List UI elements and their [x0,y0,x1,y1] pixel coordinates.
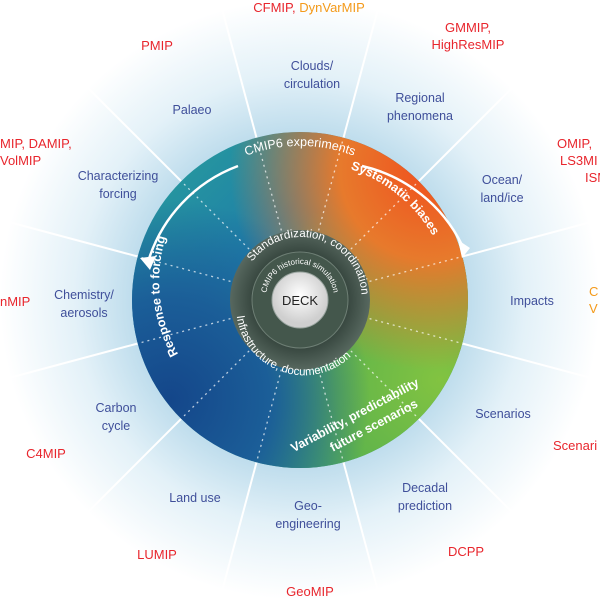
category-chemistry: Chemistry/aerosols [54,288,114,320]
dotted-spoke [369,256,461,282]
right-arrow [361,164,464,246]
spoke-line [9,342,138,379]
spoke-line [342,9,379,138]
dotted-spoke [350,182,418,250]
dotted-spoke [139,256,231,282]
category-clouds: Clouds/circulation [284,59,340,91]
mip-dcpp: DCPP [448,544,484,559]
mip-geomip: GeoMIP [286,584,334,599]
spoke-line [462,342,591,379]
dotted-spoke [318,139,344,231]
deck-circle [271,271,329,329]
right-arrow-head [458,240,470,258]
spoke-line [221,462,258,591]
spoke-line [221,9,258,138]
category-scenarios: Scenarios [475,407,531,421]
mip-gmmip: GMMIP,HighResMIP [432,20,505,52]
mip-omip: OMIP,LS3MIISM [557,136,600,185]
mip-lumip: LUMIP [137,547,177,562]
dotted-spoke [350,350,418,418]
left-arrow-head [140,256,156,270]
spoke-line [342,462,379,591]
spoke-line [418,418,513,513]
category-palaeo: Palaeo [173,103,212,117]
mip-aerchemmip: nMIP [0,294,30,309]
dotted-spoke [256,369,282,461]
mip-scenariomip: Scenari [553,438,597,453]
deck-label: DECK [282,293,318,308]
mip-pmip: PMIP [141,38,173,53]
left-arrow [146,164,239,263]
mip-cfmip-dynvarmip: CFMIP, DynVarMIP [253,0,365,15]
dotted-spoke [318,369,344,461]
spoke-line [87,87,182,182]
dotted-spoke [139,318,231,344]
category-ocean: Ocean/land/ice [480,173,523,205]
mip-c4mip: C4MIP [26,446,66,461]
spoke-line [9,221,138,258]
mip-damip: MIP, DAMIP,VolMIP [0,136,72,168]
category-landuse: Land use [169,491,220,505]
spoke-line [462,221,591,258]
dotted-spokes [139,139,461,461]
dotted-spoke [256,139,282,231]
spoke-line [87,418,182,513]
category-geoengineering: Geo-engineering [275,499,340,531]
spoke-lines [9,9,591,591]
dotted-spoke [369,318,461,344]
category-impacts: Impacts [510,294,554,308]
spoke-line [418,87,513,182]
dotted-spoke [182,182,250,250]
dotted-spoke [182,350,250,418]
